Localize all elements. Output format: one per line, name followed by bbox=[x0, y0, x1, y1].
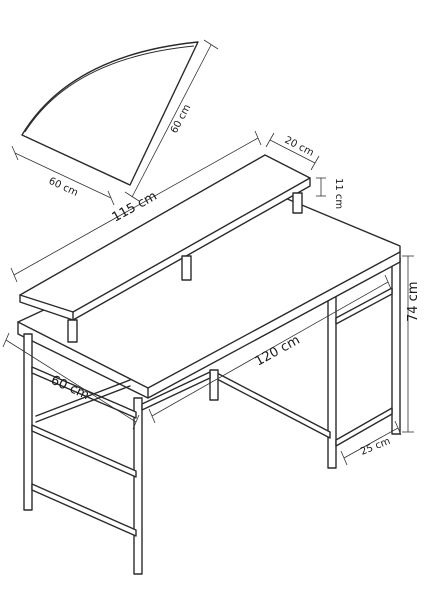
corner-radius-b-dimension bbox=[11, 145, 115, 206]
desk-width-dimension bbox=[148, 274, 392, 424]
desk-depth-dimension bbox=[2, 332, 140, 430]
desk-height-label: 74 cm bbox=[406, 282, 421, 323]
shelf-depth-dimension bbox=[265, 132, 320, 171]
shelf-height-label: 11 cm bbox=[333, 178, 344, 209]
top-shelf bbox=[19, 154, 311, 343]
shelf-height-dimension bbox=[316, 177, 326, 197]
corner-radius-a-dimension bbox=[124, 39, 219, 202]
corner-piece bbox=[21, 41, 199, 186]
desk-back-frame bbox=[209, 257, 401, 469]
shelf-depth-bottom-label: 25 cm bbox=[359, 436, 392, 458]
shelf-length-dimension bbox=[10, 130, 262, 283]
corner-radius-b-label: 60 cm bbox=[47, 176, 80, 199]
desk-depth-label: 60 cm bbox=[48, 373, 91, 403]
shelf-depth-bottom-dimension bbox=[340, 420, 402, 466]
desk-height-dimension bbox=[402, 255, 414, 433]
